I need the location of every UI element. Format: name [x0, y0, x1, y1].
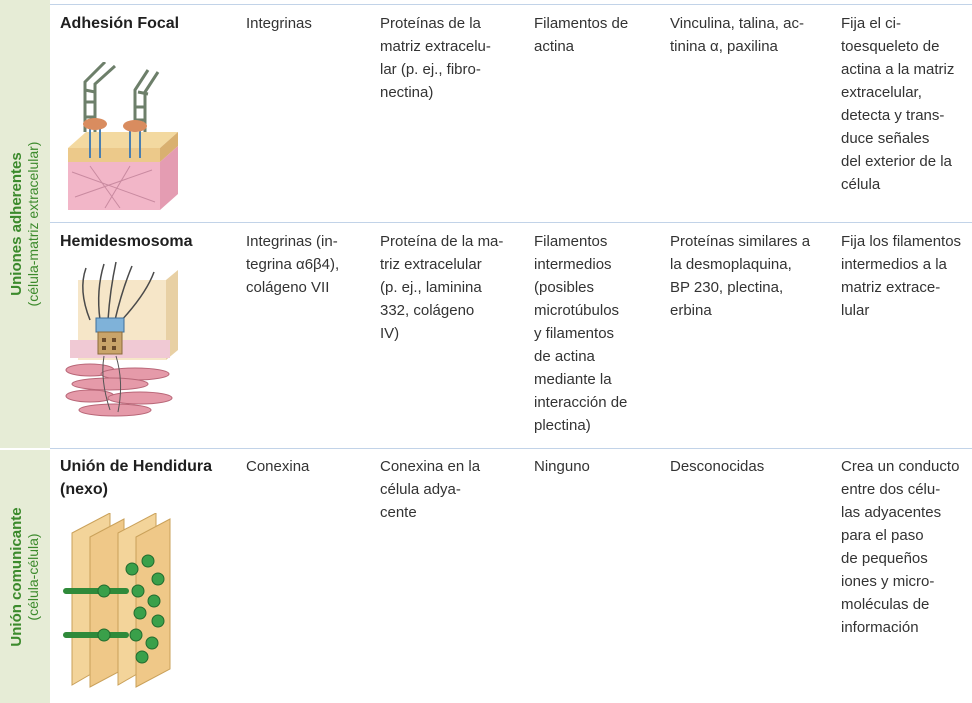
focal-adhesion-illustration [60, 60, 190, 212]
cell-line: plectina) [534, 417, 591, 434]
cell-junction-name: Unión de Hendidura (nexo) [60, 455, 246, 501]
sidebar-adherentes: Uniones adherentes (célula-matriz extrac… [0, 0, 50, 448]
cell-line: Vinculina, talina, ac- [670, 15, 804, 32]
cell-line: Conexina en la [380, 458, 481, 475]
group-title: Unión comunicante [8, 506, 25, 647]
cell-ligand: Proteína de la ma- triz extracelular (p.… [380, 230, 536, 345]
sidebar-comunicante: Unión comunicante (célula-célula) [0, 450, 50, 703]
group-label-comunicante: Unión comunicante (célula-célula) [8, 507, 42, 646]
cell-line: tinina α, paxilina [670, 38, 778, 55]
cell-line: actina a la matriz [841, 61, 955, 78]
cell-junction-name: Hemidesmosoma [60, 230, 235, 253]
junction-name-alt: (nexo) [60, 481, 108, 498]
cell-line: y filamentos [534, 325, 615, 342]
cell-line: Desconocidas [670, 458, 765, 475]
cell-line: colágeno VII [246, 279, 330, 296]
junction-name: Adhesión Focal [60, 15, 180, 32]
cell-line: Proteína de la ma- [380, 233, 504, 250]
cell-line: triz extracelular [380, 256, 482, 273]
cell-line: información [841, 619, 919, 636]
cell-line: célula adya- [380, 481, 461, 498]
cell-line: intermedios a la [841, 256, 947, 273]
cell-line: del exterior de la [841, 153, 952, 170]
cell-line: 332, colágeno [380, 302, 475, 319]
cell-line: Integrinas (in- [246, 233, 338, 250]
cell-line: lular [841, 302, 870, 319]
cell-line: las adyacentes [841, 504, 942, 521]
cell-adapter-proteins: Proteínas similares a la desmoplaquina, … [670, 230, 839, 322]
cell-line: la desmoplaquina, [670, 256, 792, 273]
cell-line: (posibles [534, 279, 595, 296]
cell-line: IV) [380, 325, 400, 342]
cell-line: Ninguno [534, 458, 590, 475]
cell-cytoskeleton: Ninguno [534, 455, 664, 478]
group-subtitle: (célula-célula) [25, 532, 41, 621]
hemidesmosome-illustration [60, 260, 190, 420]
cell-line: de actina [534, 348, 595, 365]
row-divider [50, 4, 972, 5]
cell-line: entre dos célu- [841, 481, 941, 498]
cell-line: detecta y trans- [841, 107, 945, 124]
cell-ligand: Proteínas de la matriz extracelu- lar (p… [380, 12, 536, 104]
cell-line: microtúbulos [534, 302, 620, 319]
cell-line: iones y micro- [841, 573, 935, 590]
cell-line: BP 230, plectina, [670, 279, 784, 296]
cell-line: Proteínas similares a [670, 233, 811, 250]
row-divider [50, 222, 972, 223]
junction-name: Unión de Hendidura [60, 458, 212, 475]
cell-line: Filamentos de [534, 15, 629, 32]
cell-line: cente [380, 504, 417, 521]
cell-cytoskeleton: Filamentos de actina [534, 12, 675, 58]
cell-line: interacción de [534, 394, 628, 411]
cell-function: Crea un conducto entre dos célu- las ady… [841, 455, 972, 639]
cell-line: matriz extracelu- [380, 38, 491, 55]
cell-line: para el paso [841, 527, 924, 544]
cell-adapter-proteins: Vinculina, talina, ac- tinina α, paxilin… [670, 12, 839, 58]
cell-line: (p. ej., laminina [380, 279, 482, 296]
cell-line: nectina) [380, 84, 434, 101]
cell-line: Filamentos [534, 233, 608, 250]
row-divider [50, 448, 972, 449]
cell-line: tegrina α6β4), [246, 256, 340, 273]
cell-line: matriz extrace- [841, 279, 941, 296]
cell-line: extracelular, [841, 84, 922, 101]
cell-junction-name: Adhesión Focal [60, 12, 235, 35]
cell-line: actina [534, 38, 575, 55]
cell-line: Crea un conducto [841, 458, 960, 475]
cell-adapter-proteins: Desconocidas [670, 455, 828, 478]
cell-line: Proteínas de la [380, 15, 481, 32]
gap-junction-illustration [60, 512, 190, 688]
cell-cytoskeleton: Filamentos intermedios (posibles microtú… [534, 230, 675, 437]
cell-line: duce señales [841, 130, 930, 147]
cell-transmembrane-protein: Integrinas (in- tegrina α6β4), colágeno … [246, 230, 385, 299]
cell-line: moléculas de [841, 596, 930, 613]
cell-line: célula [841, 176, 881, 193]
cell-function: Fija los filamentos intermedios a la mat… [841, 230, 972, 322]
cell-transmembrane-protein: Conexina [246, 455, 374, 478]
group-label-adherentes: Uniones adherentes (célula-matriz extrac… [8, 142, 42, 307]
cell-ligand: Conexina en la célula adya- cente [380, 455, 536, 524]
cell-line: de pequeños [841, 550, 928, 567]
cell-function: Fija el ci- toesqueleto de actina a la m… [841, 12, 972, 196]
cell-line: mediante la [534, 371, 612, 388]
cell-line: Integrinas [246, 15, 312, 32]
cell-line: Fija los filamentos [841, 233, 962, 250]
cell-line: lar (p. ej., fibro- [380, 61, 481, 78]
group-subtitle: (célula-matriz extracelular) [25, 141, 41, 307]
cell-line: erbina [670, 302, 712, 319]
cell-transmembrane-protein: Integrinas [246, 12, 374, 35]
cell-line: intermedios [534, 256, 612, 273]
cell-line: Fija el ci- [841, 15, 902, 32]
junction-name: Hemidesmosoma [60, 233, 193, 250]
cell-line: Conexina [246, 458, 310, 475]
group-title: Uniones adherentes [8, 152, 25, 296]
cell-line: toesqueleto de [841, 38, 940, 55]
